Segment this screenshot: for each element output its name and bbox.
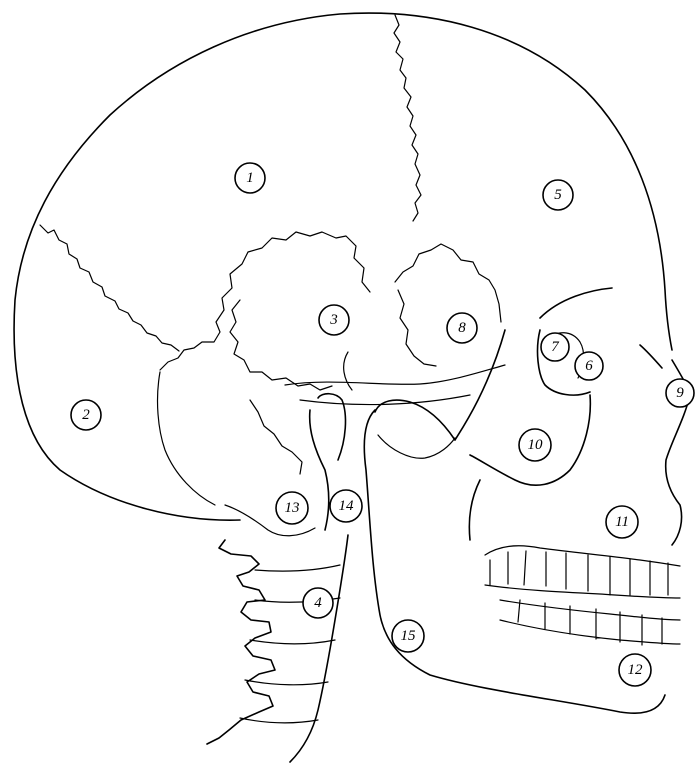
marker-7: 7 [541, 333, 569, 361]
marker-1: 1 [235, 163, 265, 193]
lambdoid-suture [40, 225, 179, 351]
marker-label: 13 [285, 500, 300, 516]
marker-12: 12 [619, 654, 651, 686]
marker-label: 10 [528, 437, 544, 453]
coronoid [378, 435, 455, 458]
zygomatic-arch [285, 365, 505, 385]
marker-label: 15 [401, 628, 417, 644]
marker-2: 2 [71, 400, 101, 430]
marker-label: 2 [82, 407, 90, 423]
lower-teeth [500, 600, 680, 645]
marker-label: 12 [628, 662, 644, 678]
marker-9: 9 [666, 379, 694, 407]
upper-teeth [485, 546, 680, 598]
marker-13: 13 [276, 492, 308, 524]
coronal-suture [394, 15, 421, 221]
marker-label: 8 [458, 320, 466, 336]
marker-label: 5 [554, 187, 562, 203]
marker-15: 15 [392, 620, 424, 652]
marker-label: 4 [314, 595, 322, 611]
marker-label: 1 [246, 170, 254, 186]
marker-4: 4 [303, 588, 333, 618]
marker-label: 9 [676, 385, 684, 401]
squamosal-suture [160, 232, 370, 370]
marker-10: 10 [519, 429, 551, 461]
marker-label: 11 [615, 514, 629, 530]
mandible-ramus-front [375, 400, 480, 540]
marker-label: 14 [339, 498, 355, 514]
sphenoid-outline [395, 244, 501, 366]
marker-label: 6 [585, 358, 593, 374]
marker-6: 6 [575, 352, 603, 380]
temporal-inner-curve [344, 352, 352, 390]
marker-11: 11 [606, 506, 638, 538]
styloid-process [310, 410, 329, 530]
mastoid-outline [250, 400, 302, 474]
maxilla-front [666, 395, 690, 545]
zygomatic-arch-lower [300, 395, 470, 405]
marker-8: 8 [447, 313, 477, 343]
temporal-squama-line [230, 300, 332, 390]
marker-label: 3 [329, 312, 338, 328]
marker-3: 3 [319, 305, 349, 335]
zygomatic-bone [455, 330, 590, 485]
marker-5: 5 [543, 180, 573, 210]
marker-14: 14 [330, 490, 362, 522]
